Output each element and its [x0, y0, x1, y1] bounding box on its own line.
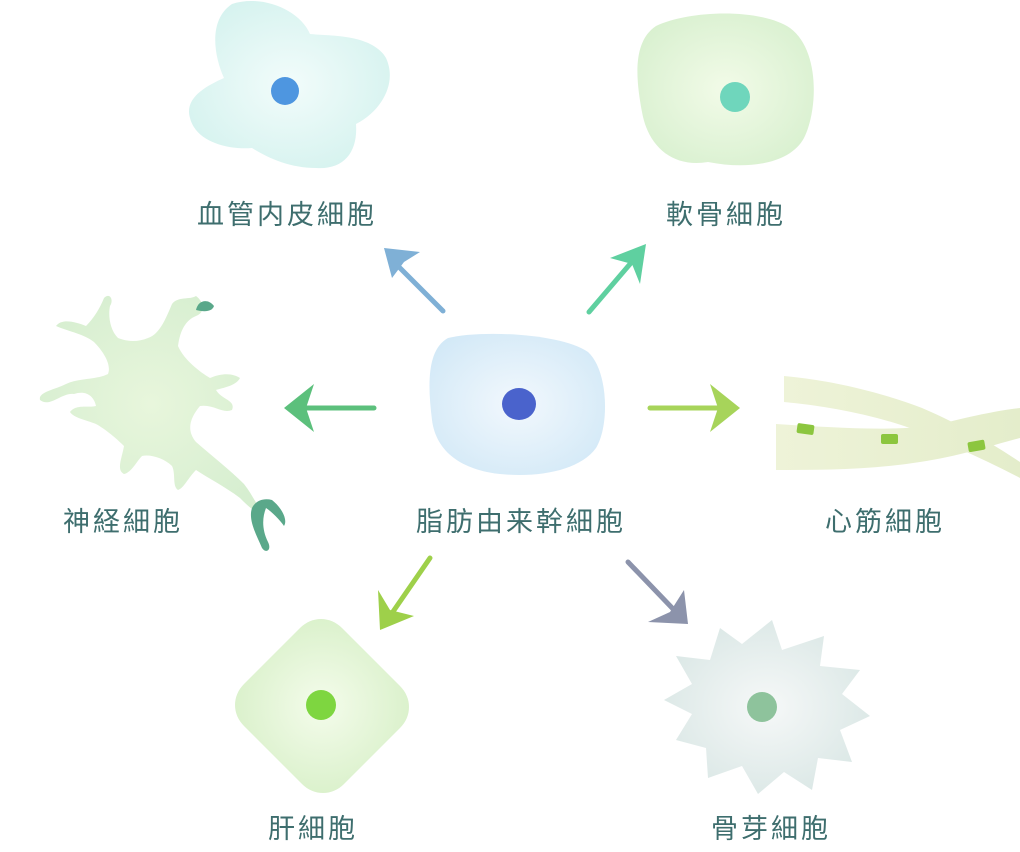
cardiac-marker — [796, 423, 815, 435]
cardiac-marker — [881, 434, 898, 444]
endothelial-label: 血管内皮細胞 — [197, 200, 377, 231]
arrow-to-endothelial — [384, 248, 446, 314]
stem-cell — [429, 333, 606, 475]
nerve-cell-axon-end — [250, 499, 286, 551]
arrow-to-nerve — [284, 384, 377, 432]
bud-label: 骨芽細胞 — [711, 814, 831, 845]
bud-cell-nucleus — [747, 692, 777, 722]
cardiac-cell — [776, 376, 1020, 478]
cartilage-cell — [637, 13, 814, 166]
arrow-to-cartilage — [586, 244, 646, 315]
center-label: 脂肪由来幹細胞 — [416, 507, 626, 538]
bud-cell — [664, 620, 870, 794]
cardiac-marker — [967, 439, 986, 452]
arrow-to-bud — [625, 559, 688, 624]
endothelial-cell-nucleus — [271, 77, 299, 105]
cartilage-cell-nucleus — [720, 82, 750, 112]
nerve-cell — [39, 295, 286, 551]
cartilage-label: 軟骨細胞 — [666, 200, 786, 231]
liver-cell-nucleus — [306, 690, 336, 720]
arrow-to-cardiac — [647, 384, 740, 432]
cardiac-fiber-upper — [784, 376, 1020, 478]
liver-label: 肝細胞 — [268, 814, 358, 845]
liver-cell — [235, 619, 409, 793]
nerve-cell-body — [39, 295, 263, 513]
cardiac-label: 心筋細胞 — [825, 507, 945, 538]
stem-cell-nucleus — [502, 388, 536, 420]
nerve-label: 神経細胞 — [63, 507, 183, 538]
endothelial-cell — [188, 0, 390, 169]
arrow-to-liver — [378, 555, 433, 630]
nerve-cell-tip — [196, 301, 214, 312]
